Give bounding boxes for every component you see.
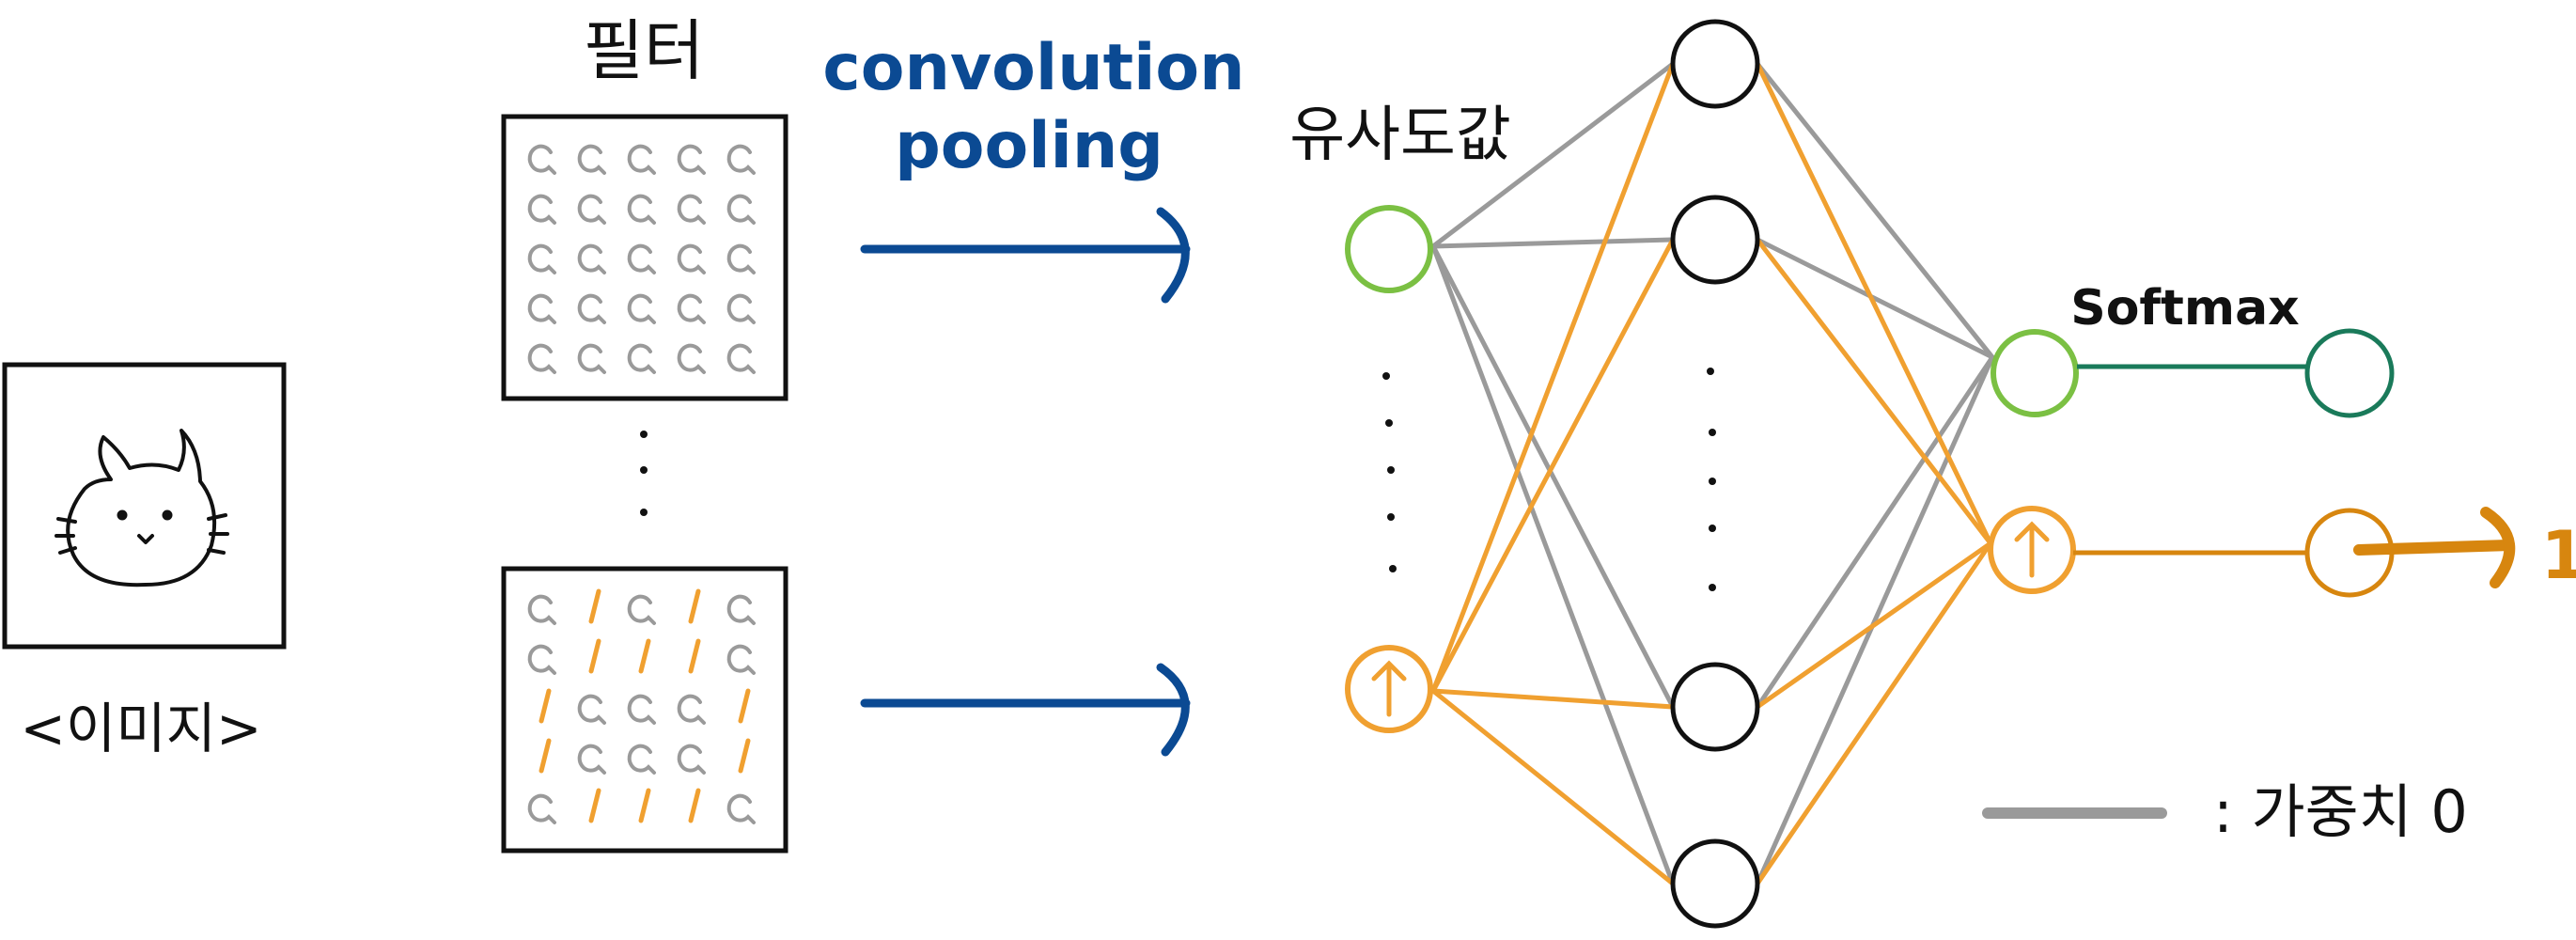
similarity-label: 유사도값 xyxy=(1289,101,1511,170)
filter-cell-stroke xyxy=(539,688,552,724)
connection-orange xyxy=(1430,688,1676,710)
filter-ellipsis xyxy=(640,431,648,516)
arrow-bottom xyxy=(860,663,1191,757)
filter-cell-stroke xyxy=(738,688,751,724)
filter-cell-stroke xyxy=(688,638,701,674)
filter-cell-stroke xyxy=(588,788,601,823)
filter-bottom-grid xyxy=(527,588,756,824)
connection-orange xyxy=(1755,540,1993,886)
output-arrow xyxy=(2353,507,2516,588)
pooling-label: pooling xyxy=(895,109,1163,183)
filter-cell-circle xyxy=(726,793,756,824)
connection-orange xyxy=(1430,237,1676,694)
filter-cell-circle xyxy=(726,243,756,274)
network-connections xyxy=(1430,61,1995,886)
connection-orange xyxy=(1430,688,1676,886)
cat-icon xyxy=(55,429,229,588)
connection-gray xyxy=(1430,243,1676,710)
filter-cell-circle xyxy=(527,343,556,374)
output-node-green xyxy=(1991,329,2079,417)
filter-cell-circle xyxy=(527,293,556,324)
filter-cell-circle xyxy=(677,293,706,324)
connection-gray xyxy=(1755,237,1995,360)
connection-orange xyxy=(1755,237,1993,546)
filter-top-frame xyxy=(501,114,788,401)
up-arrow-icon xyxy=(1371,660,1407,717)
hidden-node-4 xyxy=(1670,838,1760,929)
filter-cell-circle xyxy=(726,144,756,175)
legend-text: : 가중치 0 xyxy=(2213,777,2468,846)
filter-cell-circle xyxy=(677,744,706,775)
filter-cell-circle xyxy=(627,343,656,374)
filter-cell-circle xyxy=(627,694,656,725)
connection-gray xyxy=(1430,61,1676,249)
connection-gray xyxy=(1755,354,1995,886)
filter-cell-circle xyxy=(527,594,556,625)
filter-cell-stroke xyxy=(688,588,701,624)
connection-orange xyxy=(1755,540,1993,710)
filter-cell-stroke xyxy=(588,588,601,624)
hidden-node-2 xyxy=(1670,195,1760,285)
input-node-green xyxy=(1345,205,1433,293)
filter-cell-circle xyxy=(527,144,556,175)
filter-cell-circle xyxy=(726,343,756,374)
filter-cell-circle xyxy=(577,144,606,175)
filter-cell-circle xyxy=(527,194,556,225)
filter-cell-circle xyxy=(627,293,656,324)
filter-cell-stroke xyxy=(588,638,601,674)
filter-cell-circle xyxy=(677,144,706,175)
filter-cell-circle xyxy=(677,243,706,274)
filter-cell-circle xyxy=(726,194,756,225)
image-caption: <이미지> xyxy=(20,697,261,760)
filter-cell-stroke xyxy=(638,788,651,823)
image-frame xyxy=(2,362,287,650)
hidden-node-3 xyxy=(1670,662,1760,752)
connection-gray xyxy=(1430,237,1676,249)
filter-cell-stroke xyxy=(688,788,701,823)
convolution-label: convolution xyxy=(822,31,1244,105)
connection-orange xyxy=(1755,61,1993,546)
filter-cell-circle xyxy=(726,594,756,625)
connection-gray xyxy=(1430,243,1676,886)
connection-gray xyxy=(1755,61,1995,360)
filter-cell-circle xyxy=(577,194,606,225)
filter-cell-circle xyxy=(627,744,656,775)
filter-cell-circle xyxy=(677,694,706,725)
filter-cell-circle xyxy=(527,243,556,274)
filter-cell-circle xyxy=(627,243,656,274)
filter-cell-stroke xyxy=(539,738,552,774)
hidden-ellipsis xyxy=(1707,368,1716,591)
softmax-label: Softmax xyxy=(2070,280,2299,337)
filter-cell-circle xyxy=(577,343,606,374)
filter-cell-circle xyxy=(577,694,606,725)
filter-cell-circle xyxy=(627,594,656,625)
filter-cell-circle xyxy=(527,644,556,675)
filter-cell-circle xyxy=(726,644,756,675)
filter-cell-circle xyxy=(677,194,706,225)
connection-orange xyxy=(1430,61,1676,694)
filter-cell-circle xyxy=(577,744,606,775)
filter-cell-circle xyxy=(577,293,606,324)
filter-cell-stroke xyxy=(638,638,651,674)
filter-cell-circle xyxy=(527,793,556,824)
filter-top-grid xyxy=(527,144,756,374)
hidden-node-1 xyxy=(1670,19,1760,109)
filter-cell-circle xyxy=(627,194,656,225)
arrow-top xyxy=(860,207,1191,304)
filter-cell-circle xyxy=(627,144,656,175)
input-image: <이미지> xyxy=(2,362,287,760)
up-arrow-icon xyxy=(2014,521,2050,578)
output-value: 1 xyxy=(2541,517,2576,594)
filter-title: 필터 xyxy=(584,12,705,89)
filter-cell-circle xyxy=(726,293,756,324)
filter-cell-circle xyxy=(677,343,706,374)
filter-cell-stroke xyxy=(738,738,751,774)
softmax-node-green xyxy=(2304,328,2395,418)
connection-gray xyxy=(1755,354,1995,710)
filter-bottom-frame xyxy=(501,566,788,854)
filter-cell-circle xyxy=(577,243,606,274)
input-ellipsis xyxy=(1382,372,1397,572)
